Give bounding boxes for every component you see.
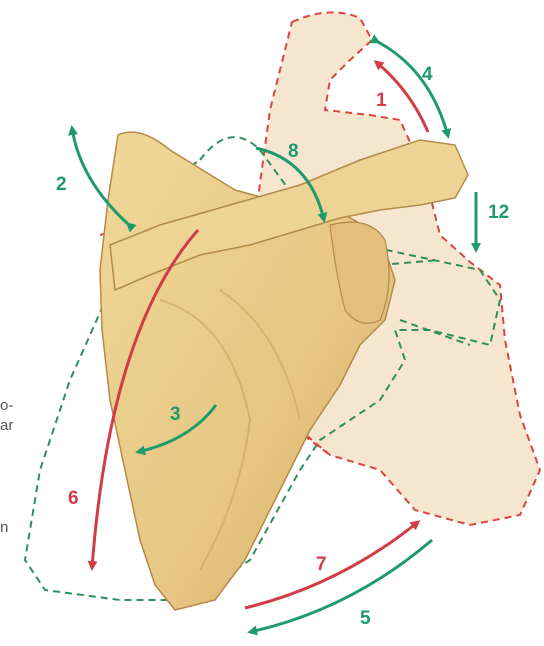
label-12: 12 (488, 202, 509, 223)
side-text-3: n (0, 519, 8, 536)
label-1: 1 (376, 90, 387, 111)
label-2: 2 (56, 174, 67, 195)
arrow-7 (245, 522, 418, 608)
label-6: 6 (68, 488, 79, 509)
label-4: 4 (422, 64, 433, 85)
label-3: 3 (170, 404, 181, 425)
side-text-1: o- (0, 397, 13, 414)
arrow-5 (250, 540, 432, 632)
side-text-2: ar (0, 417, 13, 434)
label-8: 8 (288, 141, 299, 162)
label-5: 5 (360, 608, 371, 629)
label-7: 7 (316, 554, 327, 575)
